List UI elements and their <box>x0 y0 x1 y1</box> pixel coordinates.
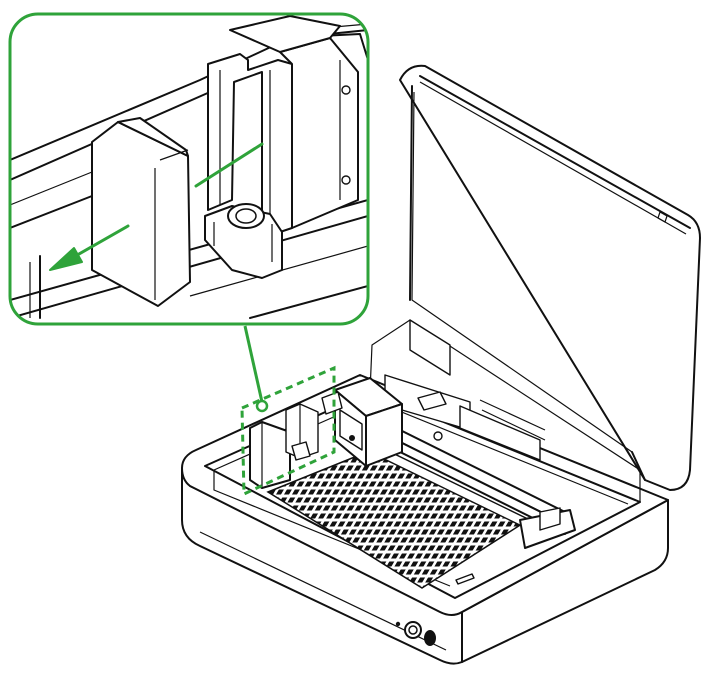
highlight-region <box>240 325 336 497</box>
front-panel <box>395 573 475 646</box>
air-assist-module <box>249 403 319 489</box>
zoom-callout <box>8 12 370 326</box>
power-button-icon[interactable] <box>404 621 422 639</box>
lid <box>399 64 701 491</box>
callout-leader-line <box>243 325 264 403</box>
direction-arrow-icon <box>49 142 264 271</box>
status-light-icon <box>395 621 401 627</box>
laser-head <box>321 377 403 467</box>
gantry <box>375 319 576 549</box>
